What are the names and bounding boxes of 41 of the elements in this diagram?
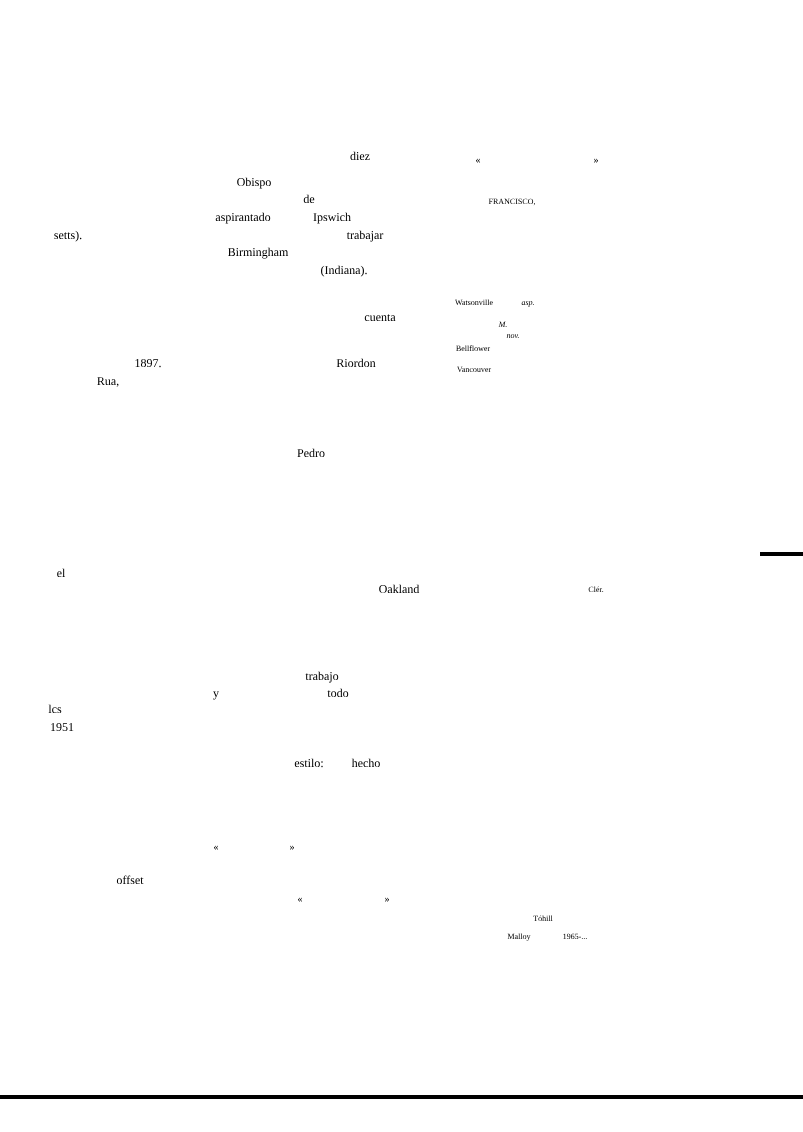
word: Vancouver [457,366,492,373]
word: Watsonville [455,299,493,306]
word: Pedro [297,448,325,458]
word: y [213,691,219,700]
word: Rua, [97,377,119,387]
word: « [214,845,219,850]
word: Riordon [336,358,376,368]
word: Tóhill [533,915,553,922]
word: cuenta [364,314,396,322]
word: Malloy [507,933,531,941]
word: de [303,194,315,204]
word: Birmingham [228,247,289,259]
word: asp. [521,301,534,307]
word: FRANCISCO, [488,198,535,206]
word: nov. [506,334,519,339]
word: lcs [48,704,62,714]
word: aspirantado [215,212,271,224]
word: » [384,897,389,902]
word: (Indiana). [321,265,367,277]
word: trabajar [346,230,384,242]
word: Clér. [588,586,604,593]
word: 1965-... [563,933,587,940]
word: setts). [54,230,82,242]
word: 1897. [135,359,161,368]
word: » [593,158,598,163]
word: « [298,897,303,902]
word: Bellflower [456,345,491,352]
word: 1951 [51,723,74,732]
word: Ipswich [313,212,351,224]
word: el [57,568,66,578]
word: estilo: [294,758,323,768]
word: diez [350,151,370,161]
word: » [289,845,294,850]
word: trabajo [305,671,339,683]
word: M. [498,321,507,328]
word: hecho [351,758,380,768]
word: offset [116,875,144,885]
word: « [476,158,481,163]
word: Obispo [237,177,271,189]
word: Oakland [379,584,420,594]
word: todo [327,688,349,698]
